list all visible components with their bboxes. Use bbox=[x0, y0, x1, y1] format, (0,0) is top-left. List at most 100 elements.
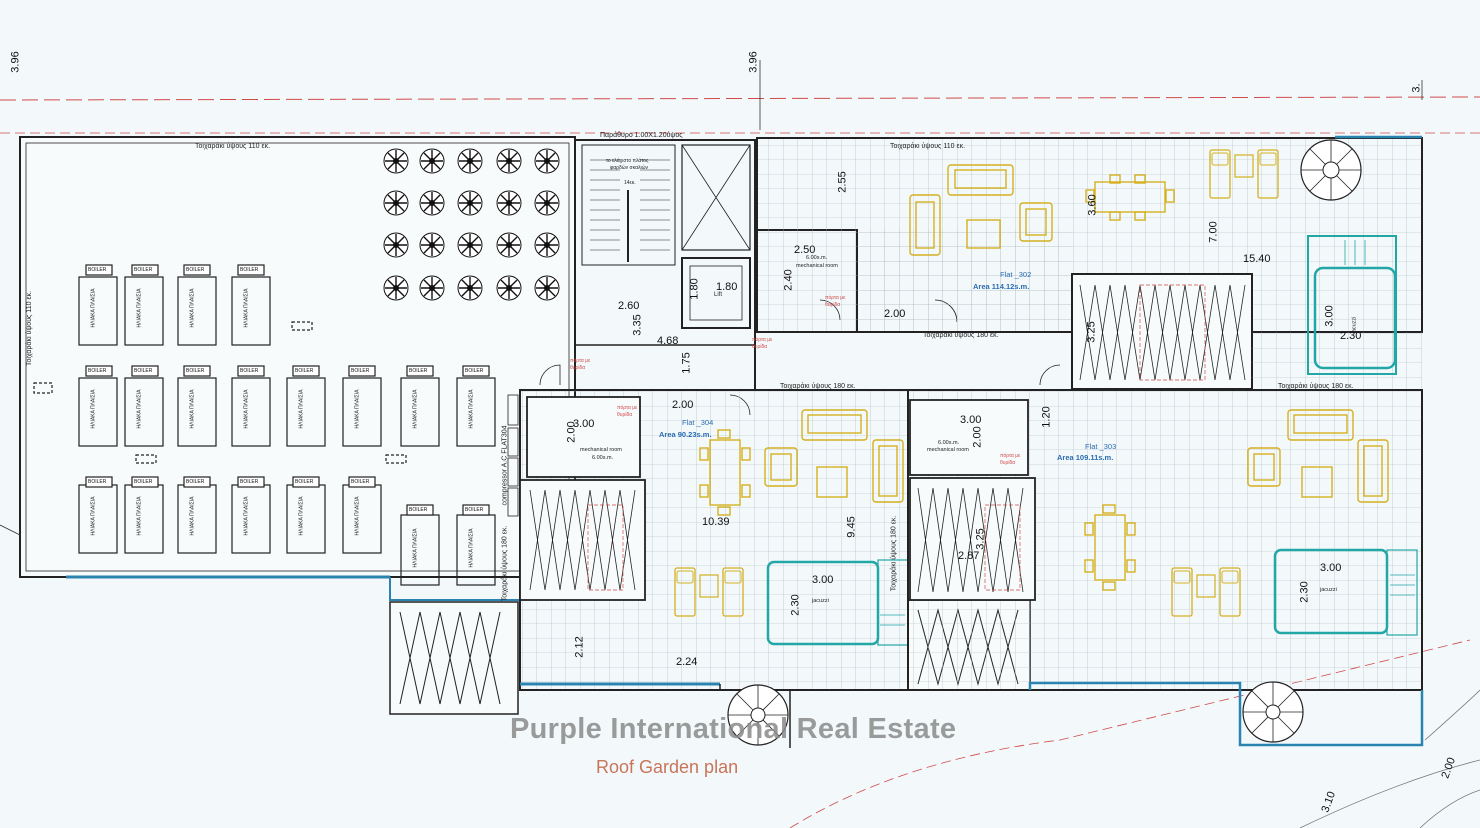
boiler-label: BOILER bbox=[240, 368, 259, 374]
dimension-2-00-d: 2.00 bbox=[971, 426, 984, 448]
flat-304-terrace bbox=[507, 389, 1031, 748]
dimension-1-20: 1.20 bbox=[1040, 406, 1053, 428]
boiler-label: BOILER bbox=[88, 479, 107, 485]
dimension-3-60: 3.60 bbox=[1086, 194, 1099, 216]
dimension-3-00-b: 3.00 bbox=[573, 418, 595, 430]
dimension-2-30-c: 2.30 bbox=[1298, 581, 1311, 603]
solar-panel-label: ΗΛΙΑΚΑ ΠΛΑΙΣΙΑ bbox=[90, 288, 97, 328]
dimension-4-68: 4.68 bbox=[657, 335, 679, 347]
dimension-2-00-b: 2.00 bbox=[672, 399, 694, 411]
parapet-note-mid-3: Τοιχαράκι ύψους 180 εκ. bbox=[1278, 383, 1354, 390]
solar-panel-label: ΗΛΙΑΚΑ ΠΛΑΙΣΙΑ bbox=[90, 389, 97, 429]
boiler-label: BOILER bbox=[134, 368, 153, 374]
boiler-label: BOILER bbox=[240, 267, 259, 273]
solar-panel-label: ΗΛΙΑΚΑ ΠΛΑΙΣΙΑ bbox=[136, 288, 143, 328]
boiler-label: BOILER bbox=[240, 479, 259, 485]
flat-304-area: Area 90.23s.m. bbox=[659, 430, 712, 439]
flat-303-name: Flat _303 bbox=[1085, 442, 1117, 451]
solar-panel-label: ΗΛΙΑΚΑ ΠΛΑΙΣΙΑ bbox=[243, 496, 250, 536]
mechanical-room-label-1: mechanical room bbox=[796, 263, 838, 269]
solar-panel-label: ΗΛΙΑΚΑ ΠΛΑΙΣΙΑ bbox=[298, 496, 305, 536]
solar-panel-label: ΗΛΙΑΚΑ ΠΛΑΙΣΙΑ bbox=[136, 496, 143, 536]
solar-panel-label: ΗΛΙΑΚΑ ΠΛΑΙΣΙΑ bbox=[136, 389, 143, 429]
stair-note-2: φαρδών σκαλιών bbox=[610, 165, 648, 171]
dimension-10-39: 10.39 bbox=[702, 516, 730, 528]
solar-panel-label: ΗΛΙΑΚΑ ΠΛΑΙΣΙΑ bbox=[354, 496, 361, 536]
dimension-2-60: 2.60 bbox=[618, 300, 640, 312]
flat-302-name: Flat _302 bbox=[1000, 270, 1032, 279]
dimension-2-40: 2.40 bbox=[782, 269, 795, 291]
solar-panel-label: ΗΛΙΑΚΑ ΠΛΑΙΣΙΑ bbox=[354, 389, 361, 429]
boiler-label: BOILER bbox=[409, 507, 428, 513]
boiler-label: BOILER bbox=[88, 267, 107, 273]
dimension-3-25: 3.25 bbox=[1085, 321, 1098, 343]
solar-panel-label: ΗΛΙΑΚΑ ΠΛΑΙΣΙΑ bbox=[468, 389, 475, 429]
dimension-2-50: 2.50 bbox=[794, 244, 816, 256]
dimension-3-35: 3.35 bbox=[631, 314, 644, 336]
flat-302-area: Area 114.12s.m. bbox=[973, 282, 1030, 291]
dimension-3-00-e: 3.00 bbox=[1320, 562, 1342, 574]
parapet-note-top-left: Τοιχαράκι ύψους 110 εκ. bbox=[195, 143, 271, 150]
dimension-2-30-b: 2.30 bbox=[789, 594, 802, 616]
parapet-note-top-right: Τοιχαράκι ύψους 110 εκ. bbox=[890, 143, 966, 150]
flat-304-name: Flat _304 bbox=[682, 418, 714, 427]
dimension-2-55: 2.55 bbox=[836, 171, 849, 193]
dimension-7-00: 7.00 bbox=[1207, 221, 1220, 243]
boiler-label: BOILER bbox=[351, 368, 370, 374]
boiler-label: BOILER bbox=[409, 368, 428, 374]
dimension-2-12: 2.12 bbox=[573, 636, 586, 658]
dimension-1-75: 1.75 bbox=[680, 352, 693, 374]
dimension-3-25-b: 3.25 bbox=[974, 528, 987, 550]
parapet-note-left-side: Τοιχαράκι ύψους 110 εκ. bbox=[26, 290, 34, 367]
dimension-9-45: 9.45 bbox=[845, 516, 858, 538]
dimension-top-right: 3. bbox=[1410, 83, 1423, 93]
boiler-label: BOILER bbox=[295, 368, 314, 374]
dimension-3-00-a: 3.00 bbox=[1323, 305, 1336, 327]
plot-boundary-lines bbox=[0, 60, 1480, 828]
solar-panel-label: ΗΛΙΑΚΑ ΠΛΑΙΣΙΑ bbox=[90, 496, 97, 536]
jacuzzi-label-2: jacuzzi bbox=[812, 598, 829, 604]
boiler-label: BOILER bbox=[134, 479, 153, 485]
dimension-1-80-v: 1.80 bbox=[688, 278, 701, 300]
flat-302-terrace bbox=[756, 135, 1423, 390]
parapet-note-mid-1: Τοιχαράκι ύψους 180 εκ. bbox=[923, 332, 999, 339]
solar-panel-label: ΗΛΙΑΚΑ ΠΛΑΙΣΙΑ bbox=[243, 389, 250, 429]
jacuzzi-label-3: jacuzzi bbox=[1320, 587, 1337, 593]
mechanical-room-label-3: mechanical room bbox=[927, 447, 969, 453]
stair-note-1: το ελάχιστο πλάτος bbox=[606, 158, 649, 164]
boiler-label: BOILER bbox=[186, 267, 205, 273]
dimension-2-24: 2.24 bbox=[676, 656, 698, 668]
solar-panel-label: ΗΛΙΑΚΑ ΠΛΑΙΣΙΑ bbox=[189, 389, 196, 429]
mechanical-room-area-2: 6.00s.m. bbox=[592, 455, 614, 461]
boiler-label: BOILER bbox=[351, 479, 370, 485]
dimension-15-40: 15.40 bbox=[1243, 253, 1271, 265]
solar-panel-label: ΗΛΙΑΚΑ ΠΛΑΙΣΙΑ bbox=[189, 496, 196, 536]
boiler-label: BOILER bbox=[465, 368, 484, 374]
solar-panel-label: ΗΛΙΑΚΑ ΠΛΑΙΣΙΑ bbox=[298, 389, 305, 429]
parapet-note-mid-2: Τοιχαράκι ύψους 180 εκ. bbox=[780, 383, 856, 390]
dimension-2-00-c: 2.00 bbox=[565, 421, 578, 443]
solar-panel-label: ΗΛΙΑΚΑ ΠΛΑΙΣΙΑ bbox=[412, 528, 419, 568]
jacuzzi-label-1: jacuzzi bbox=[1351, 316, 1358, 334]
parapet-note-vertical-2: Τοιχαράκι ύψους 180 εκ. bbox=[890, 515, 898, 592]
mechanical-room-area-3: 6.00s.m. bbox=[938, 440, 960, 446]
boiler-label: BOILER bbox=[465, 507, 484, 513]
solar-panel-label: ΗΛΙΑΚΑ ΠΛΑΙΣΙΑ bbox=[468, 528, 475, 568]
solar-panels bbox=[33, 264, 496, 586]
mechanical-room-label-2: mechanical room bbox=[580, 447, 622, 453]
compressor-note: compressor A.C FLAT304 bbox=[501, 425, 509, 506]
dimension-top-mid: 3.96 bbox=[747, 51, 760, 73]
dimension-3-00-d: 3.00 bbox=[812, 574, 834, 586]
solar-panel-label: ΗΛΙΑΚΑ ΠΛΑΙΣΙΑ bbox=[243, 288, 250, 328]
boiler-label: BOILER bbox=[186, 479, 205, 485]
dimension-1-80-h: 1.80 bbox=[716, 281, 738, 293]
left-roof-area bbox=[0, 136, 576, 715]
boiler-label: BOILER bbox=[186, 368, 205, 374]
solar-panel-label: ΗΛΙΑΚΑ ΠΛΑΙΣΙΑ bbox=[189, 288, 196, 328]
